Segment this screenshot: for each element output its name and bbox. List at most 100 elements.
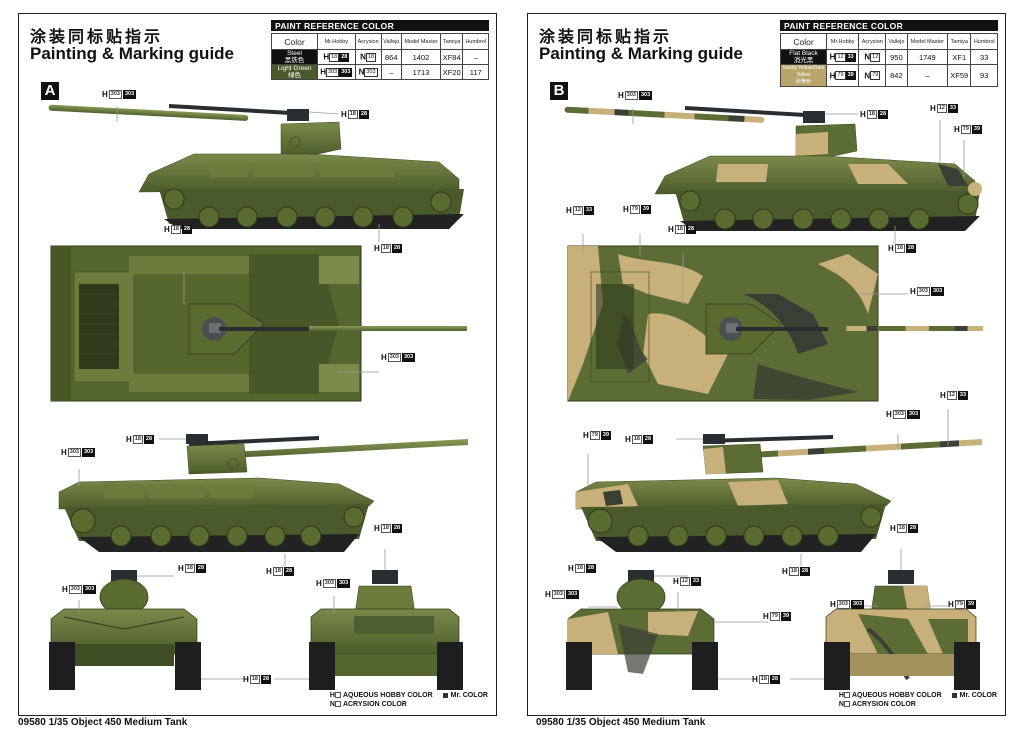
mr-color-code: 39 [845,71,856,81]
rear-view [790,549,980,690]
acrysion-value: 303 [364,67,378,77]
paint-reference-title: PAINT REFERENCE COLOR [780,20,998,31]
side-view-right-facing [575,409,982,566]
color-swatch-light-green: Light Green 绿色 [271,64,318,80]
paint-reference-table: PAINT REFERENCE COLOR Color Mr.Hobby Acr… [780,20,998,87]
acrysion-box-icon [843,701,850,708]
color-name-cn: 黑铁色 [284,57,305,64]
color-name: Light Green [277,65,312,72]
product-footer-a: 09580 1/35 Object 450 Medium Tank [18,717,188,728]
vallejo-code: 864 [380,49,403,65]
humbrol-code: 117 [462,64,489,80]
front-view [566,570,768,690]
color-swatch-flat-black: Flat Black 消光黑 [780,49,827,65]
front-view [49,570,249,690]
acrysion-value: 79 [870,71,881,81]
product-footer-b: 09580 1/35 Object 450 Medium Tank [536,717,706,728]
title-english: Painting & Marking guide [30,44,235,63]
vallejo-code: – [380,64,403,80]
color-name-cn: 消光黑 [793,57,814,64]
side-view-left-facing [564,106,982,244]
aqueous-code: 303 [326,67,340,77]
mr-color-square-icon [951,692,957,698]
paint-reference-table: PAINT REFERENCE COLOR Color Mr.Hobby Acr… [271,20,489,80]
mr-color-code: 303 [339,67,353,77]
table-header-row: Color Mr.Hobby Acrysion Vallejo Model Ma… [271,33,489,50]
scheme-label-b: B [550,82,568,100]
aqueous-code: 79 [835,71,846,81]
legend-mr-color: Mr. COLOR [442,691,488,700]
color-name: Sandy Yellow/Dark Yellow [782,65,825,78]
legend-mr-color: Mr. COLOR [951,691,997,700]
scheme-label-a: A [41,82,59,100]
header-color: Color [271,33,318,50]
aqueous-code: 18 [329,52,340,62]
mr-color-code: 28 [339,52,350,62]
top-view [50,245,467,402]
title-chinese: 涂装同标贴指示 [539,27,673,46]
paint-reference-title: PAINT REFERENCE COLOR [271,20,489,31]
color-name: Steel [287,50,302,57]
tank-illustrations-a [48,104,468,690]
instruction-page-a: 涂装同标贴指示 Painting & Marking guide PAINT R… [18,13,497,716]
acrysion-box-icon [334,701,341,708]
acrysion-value: 12 [870,52,881,62]
aqueous-box-icon [843,692,850,699]
color-name: Flat Black [789,50,818,57]
instruction-page-b: 涂装同标贴指示 Painting & Marking guide PAINT R… [527,13,1006,716]
acrysion-value: 18 [365,52,377,62]
tank-illustrations-b [564,106,983,690]
header-humbrol: Humbrol [970,33,998,50]
mr-color-code: 33 [845,52,856,62]
title-english: Painting & Marking guide [539,44,744,63]
tamiya-code: XF20 [439,64,464,80]
color-swatch-sandy-yellow: Sandy Yellow/Dark Yellow 砂黄色 [780,64,827,87]
side-view-left-facing [48,104,464,242]
top-view [567,234,983,402]
humbrol-code: 93 [970,64,998,87]
